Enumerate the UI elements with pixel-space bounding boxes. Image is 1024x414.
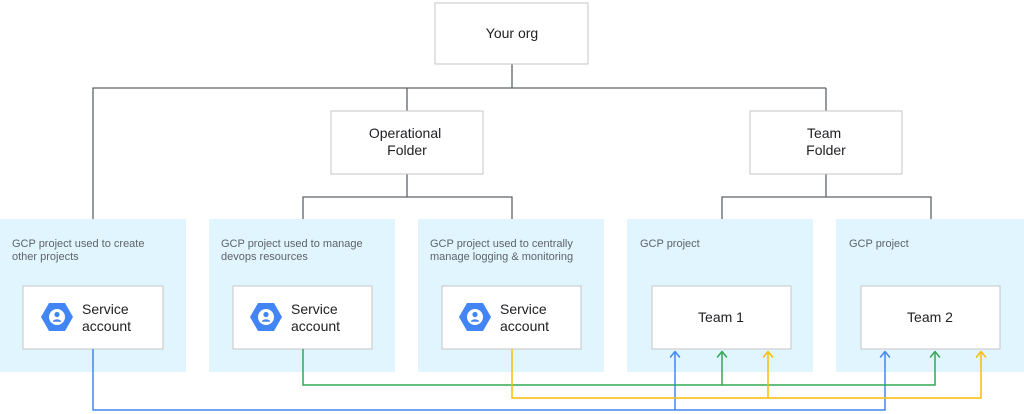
folder-box-team: [749, 110, 903, 175]
inner-box-team1: [651, 285, 792, 350]
svg-text:GCP project used to centrally: GCP project used to centrally manage log…: [430, 238, 576, 263]
folder-label-operational-line2: Folder: [387, 142, 427, 158]
project-desc-devops-line2: devops resources: [221, 251, 308, 263]
service-account-icon: [250, 303, 282, 331]
folder-label-operational-line1: Operational: [369, 125, 441, 141]
project-desc-create-line2: other projects: [12, 251, 79, 263]
service-account-label-create-line1: Service: [82, 301, 129, 317]
team1-label: Team 1: [698, 309, 744, 325]
svg-text:Operational Folder: Operational Folder: [369, 125, 445, 158]
team2-label: Team 2: [907, 309, 953, 325]
svg-text:GCP project used to manage: GCP project used to manage devops resour…: [221, 238, 366, 263]
service-account-label-logging-line2: account: [500, 318, 549, 334]
arrowhead-green-team1: [716, 350, 728, 358]
folder-label-team-line2: Folder: [806, 142, 846, 158]
service-account-icon: [459, 303, 491, 331]
green-access-link: [302, 349, 936, 386]
tree-connectors: [92, 64, 932, 219]
arrowhead-blue-team2: [879, 350, 891, 358]
folder-box-operational: [330, 110, 484, 175]
service-account-label-devops-line2: account: [291, 318, 340, 334]
inner-box-team2: [860, 285, 1001, 350]
project-desc-logging-line1: GCP project used to centrally: [430, 238, 573, 250]
blue-access-link: [92, 349, 886, 411]
service-account-label-devops-line1: Service: [291, 301, 338, 317]
project-desc-logging-line2: manage logging & monitoring: [430, 251, 573, 263]
svg-text:Service account: Service account: [82, 301, 133, 334]
org-label: Your org: [486, 25, 538, 41]
project-desc-create-line1: GCP project used to create: [12, 238, 144, 250]
svg-text:GCP project used to create: GCP project used to create other project…: [12, 238, 148, 263]
project-desc-team1: GCP project: [640, 238, 700, 250]
arrowhead-blue-team1: [669, 350, 681, 358]
project-desc-team2: GCP project: [849, 238, 909, 250]
service-account-label-create-line2: account: [82, 318, 131, 334]
arrowhead-green-team2: [929, 350, 941, 358]
org-box: [434, 2, 589, 65]
folder-label-team-line1: Team: [807, 125, 841, 141]
arrowhead-yellow-team2: [975, 350, 987, 358]
service-account-icon: [41, 303, 73, 331]
svg-text:Service account: Service account: [500, 301, 551, 334]
arrowhead-yellow-team1: [762, 350, 774, 358]
svg-text:Team Folder: Team Folder: [806, 125, 846, 158]
yellow-access-link: [511, 349, 982, 399]
svg-text:Service account: Service account: [291, 301, 342, 334]
service-account-label-logging-line1: Service: [500, 301, 547, 317]
project-desc-devops-line1: GCP project used to manage: [221, 238, 363, 250]
